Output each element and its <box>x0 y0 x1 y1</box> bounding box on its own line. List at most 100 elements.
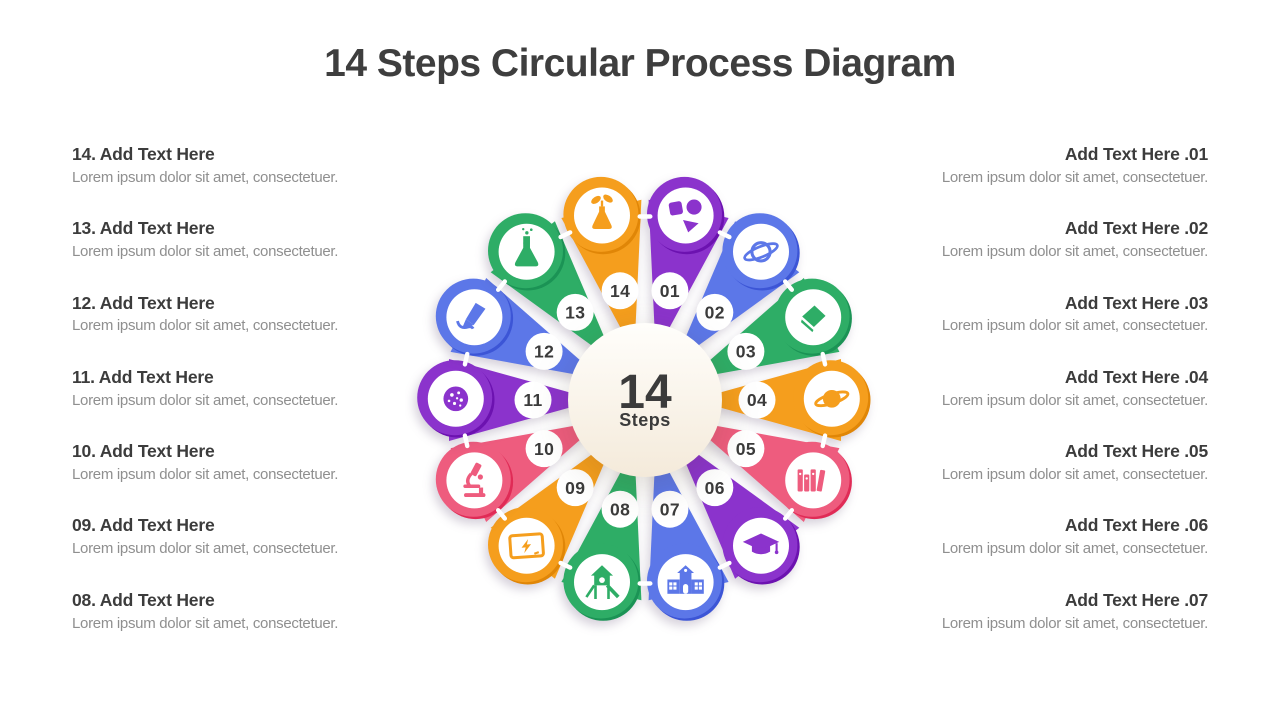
item-body: Lorem ipsum dolor sit amet, consectetuer… <box>72 540 339 558</box>
item-body: Lorem ipsum dolor sit amet, consectetuer… <box>72 466 339 484</box>
petal-number-04: 04 <box>738 381 776 419</box>
planet-outline-icon <box>743 241 779 263</box>
text-item: Add Text Here .04 Lorem ipsum dolor sit … <box>916 361 1208 435</box>
petal-divider-tick <box>495 508 508 521</box>
svg-text:06: 06 <box>705 478 725 498</box>
circular-process-diagram: 01 02 03 04 05 06 07 08 09 10 <box>405 160 885 640</box>
eraser-icon <box>800 305 826 333</box>
petal-divider-tick <box>782 279 795 292</box>
petal-number-11: 11 <box>514 381 552 419</box>
petal-08 <box>561 446 642 621</box>
petal-04 <box>693 359 871 441</box>
graduation-cap-icon <box>742 533 780 555</box>
playground-icon <box>585 565 620 600</box>
svg-text:03: 03 <box>736 342 756 362</box>
svg-text:09: 09 <box>565 478 585 498</box>
center-circle: 14 Steps <box>568 323 722 477</box>
petal-divider-tick <box>820 351 828 367</box>
petal-number-09: 09 <box>556 469 594 507</box>
plant-flask-icon <box>591 194 613 230</box>
cells-icon <box>443 386 469 412</box>
petal-12 <box>435 278 602 380</box>
center-number: 14 <box>618 366 672 419</box>
books-icon <box>797 469 826 492</box>
petal-divider-tick <box>462 351 470 367</box>
shapes-icon <box>668 199 702 233</box>
petal-number-01: 01 <box>651 272 689 310</box>
diagram-svg: 01 02 03 04 05 06 07 08 09 10 <box>417 176 871 621</box>
petal-number-14: 14 <box>601 272 639 310</box>
item-body: Lorem ipsum dolor sit amet, consectetuer… <box>941 466 1208 484</box>
petal-number-08: 08 <box>601 490 639 528</box>
microscope-icon <box>463 462 486 498</box>
petal-number-13: 13 <box>556 293 594 331</box>
item-heading: 11. Add Text Here <box>72 366 214 387</box>
text-item: 13. Add Text Here Lorem ipsum dolor sit … <box>72 212 364 286</box>
text-item: 08. Add Text Here Lorem ipsum dolor sit … <box>72 584 364 658</box>
item-heading: 13. Add Text Here <box>72 218 215 239</box>
text-item: Add Text Here .03 Lorem ipsum dolor sit … <box>916 287 1208 361</box>
svg-text:04: 04 <box>747 390 767 410</box>
flask-icon <box>514 228 539 267</box>
school-icon <box>667 565 704 594</box>
petal-divider-tick <box>462 433 470 449</box>
petal-14 <box>561 176 642 354</box>
petal-number-06: 06 <box>696 469 734 507</box>
petal-divider-tick <box>558 560 573 570</box>
left-text-column: 14. Add Text Here Lorem ipsum dolor sit … <box>72 138 364 658</box>
svg-text:10: 10 <box>534 439 554 459</box>
text-item: Add Text Here .02 Lorem ipsum dolor sit … <box>916 212 1208 286</box>
petal-number-10: 10 <box>525 430 563 468</box>
item-body: Lorem ipsum dolor sit amet, consectetuer… <box>941 540 1208 558</box>
item-heading: Add Text Here .06 <box>1064 515 1208 536</box>
petal-number-03: 03 <box>727 332 765 370</box>
petal-divider-tick <box>495 279 508 292</box>
item-heading: Add Text Here .01 <box>1064 144 1208 164</box>
petal-divider-tick <box>637 581 653 586</box>
item-heading: 09. Add Text Here <box>72 515 215 536</box>
item-body: Lorem ipsum dolor sit amet, consectetuer… <box>72 168 339 186</box>
item-heading: Add Text Here .02 <box>1064 218 1208 239</box>
petal-number-12: 12 <box>525 332 563 370</box>
text-item: 14. Add Text Here Lorem ipsum dolor sit … <box>72 138 364 212</box>
item-heading: Add Text Here .03 <box>1064 292 1208 313</box>
item-heading: 14. Add Text Here <box>72 144 215 164</box>
text-item: 12. Add Text Here Lorem ipsum dolor sit … <box>72 287 364 361</box>
item-heading: Add Text Here .05 <box>1064 441 1208 462</box>
item-heading: Add Text Here .04 <box>1064 366 1208 387</box>
item-body: Lorem ipsum dolor sit amet, consectetuer… <box>941 614 1208 632</box>
center-label: Steps <box>619 410 671 430</box>
petal-divider-tick <box>782 508 795 521</box>
svg-text:12: 12 <box>534 342 554 362</box>
text-item: 11. Add Text Here Lorem ipsum dolor sit … <box>72 361 364 435</box>
item-body: Lorem ipsum dolor sit amet, consectetuer… <box>72 317 339 335</box>
petal-10 <box>435 420 602 522</box>
item-body: Lorem ipsum dolor sit amet, consectetuer… <box>72 243 339 261</box>
item-heading: Add Text Here .07 <box>1064 589 1208 610</box>
petal-icon-disc <box>657 187 714 244</box>
petal-divider-tick <box>820 433 828 449</box>
petal-icon-disc <box>733 223 789 280</box>
petal-divider-tick <box>717 560 732 570</box>
item-heading: 12. Add Text Here <box>72 292 215 313</box>
text-item: 10. Add Text Here Lorem ipsum dolor sit … <box>72 435 364 509</box>
petal-icon-disc <box>446 452 503 509</box>
petal-01 <box>647 176 729 354</box>
svg-text:07: 07 <box>660 499 680 519</box>
svg-text:08: 08 <box>610 499 630 519</box>
petal-07 <box>647 446 729 621</box>
saturn-icon <box>814 389 850 408</box>
text-item: Add Text Here .06 Lorem ipsum dolor sit … <box>916 509 1208 583</box>
svg-text:14: 14 <box>610 281 630 301</box>
svg-text:11: 11 <box>523 390 542 410</box>
petal-03 <box>688 278 852 380</box>
item-body: Lorem ipsum dolor sit amet, consectetuer… <box>941 168 1208 186</box>
text-item: Add Text Here .05 Lorem ipsum dolor sit … <box>916 435 1208 509</box>
item-body: Lorem ipsum dolor sit amet, consectetuer… <box>72 614 339 632</box>
page-title: 14 Steps Circular Process Diagram <box>324 42 956 85</box>
item-body: Lorem ipsum dolor sit amet, consectetuer… <box>941 391 1208 409</box>
svg-text:01: 01 <box>660 281 680 301</box>
text-item: Add Text Here .07 Lorem ipsum dolor sit … <box>916 584 1208 658</box>
petal-number-02: 02 <box>696 293 734 331</box>
